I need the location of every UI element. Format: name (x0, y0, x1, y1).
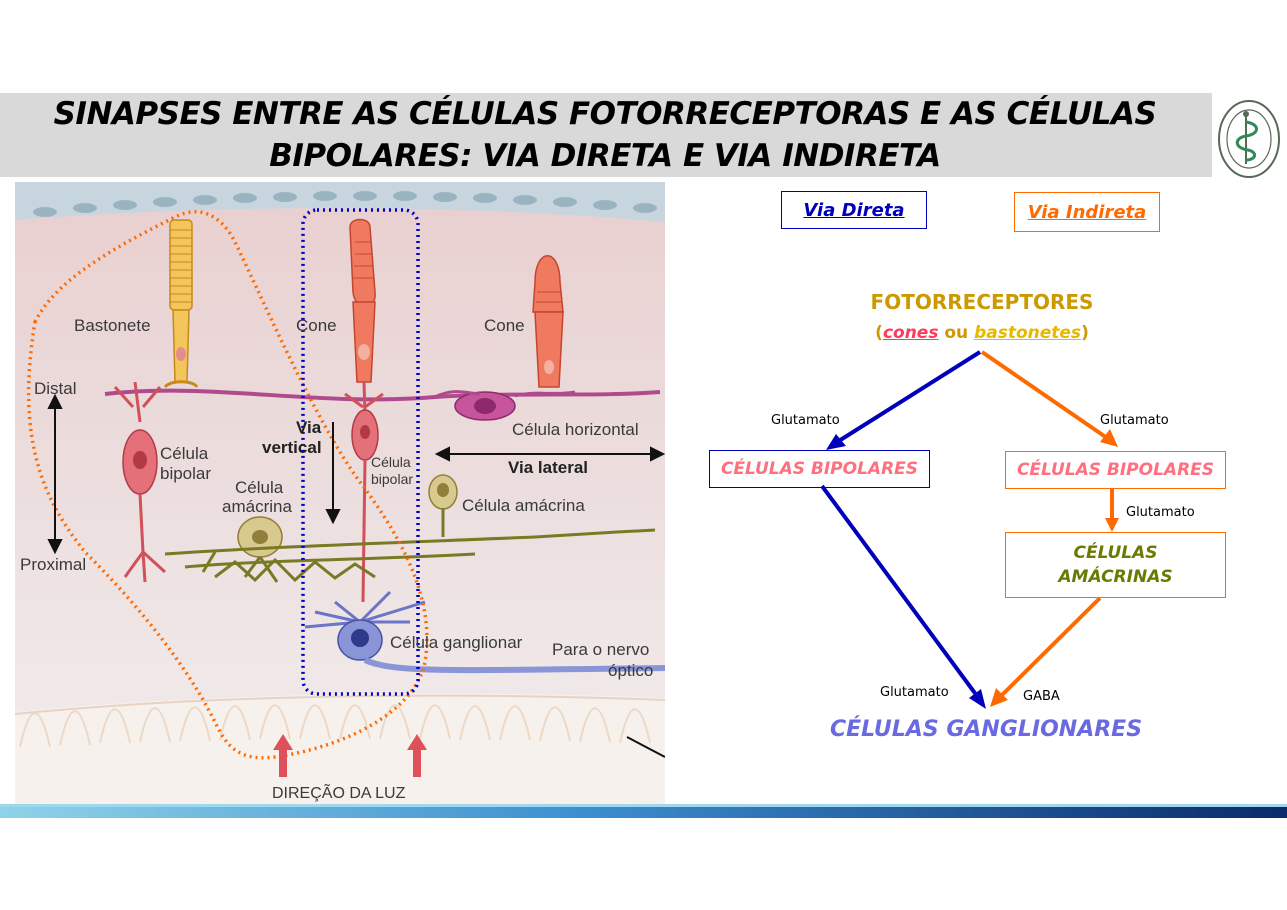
label-gaba: GABA (1023, 689, 1060, 704)
label-glutamato-mid: Glutamato (1126, 505, 1195, 520)
node-celulas-bipolares-indireta-text: CÉLULAS BIPOLARES (1016, 460, 1215, 480)
subtitle-cones: cones (882, 323, 939, 343)
label-direcao-da-luz: DIREÇÃO DA LUZ (272, 785, 406, 802)
label-glutamato-right: Glutamato (1100, 413, 1169, 428)
label-celula-ganglionar: Célula ganglionar (390, 633, 523, 652)
label-glutamato-left: Glutamato (771, 413, 840, 428)
node-celulas-bipolares-direta: CÉLULAS BIPOLARES (709, 450, 930, 488)
inner-plexiform-layer (164, 528, 656, 583)
title-line-2: BIPOLARES: VIA DIRETA E VIA INDIRETA (269, 138, 941, 174)
node-celulas-bipolares-direta-text: CÉLULAS BIPOLARES (720, 459, 919, 479)
node-celulas-amacrinas-line2: AMÁCRINAS (1058, 567, 1173, 587)
label-via-lateral: Via lateral (508, 458, 589, 477)
legend-via-direta-text: Via Direta (803, 199, 905, 221)
node-celulas-bipolares-indireta: CÉLULAS BIPOLARES (1005, 451, 1226, 489)
title-bar (0, 93, 1212, 177)
node-fotorreceptores-subtitle: (cones ou bastonetes) (875, 323, 1089, 343)
university-seal-logo (1218, 100, 1280, 178)
pigment-epithelium (15, 182, 665, 222)
arrow-foto-to-bipolar-indireta (980, 350, 1112, 442)
label-via-vertical-2: vertical (262, 438, 322, 457)
arrow-foto-to-bipolar-direta (832, 350, 982, 446)
label-nervo-optico-2: óptico (608, 661, 654, 680)
label-bipolar-left-2: bipolar (160, 464, 212, 483)
legend-via-indireta-text: Via Indireta (1027, 201, 1147, 223)
arrow-bipolar-to-ganglionares-direta (820, 484, 982, 702)
label-bipolar-mid-1: Célula (371, 454, 411, 470)
direct-pathway-outline (301, 208, 420, 696)
label-amacrina-left-2: amácrina (222, 497, 292, 516)
label-glutamato-bottom: Glutamato (880, 685, 949, 700)
label-distal: Distal (34, 379, 77, 398)
retina-illustration (15, 182, 665, 807)
label-celula-horizontal: Célula horizontal (512, 420, 639, 439)
label-cone-left: Cone (296, 316, 337, 335)
title-line-1: SINAPSES ENTRE AS CÉLULAS FOTORRECEPTORA… (53, 96, 1157, 132)
label-proximal: Proximal (20, 555, 87, 574)
epithelium-cells (33, 191, 657, 217)
label-amacrina-right: Célula amácrina (462, 496, 585, 515)
node-celulas-ganglionares: CÉLULAS GANGLIONARES (829, 717, 1143, 742)
label-amacrina-left-1: Célula (235, 478, 284, 497)
footer-bar (0, 804, 1287, 818)
subtitle-bastonetes: bastonetes (974, 323, 1082, 343)
legend-via-indireta: Via Indireta (1014, 192, 1160, 232)
label-bastonete: Bastonete (74, 316, 151, 335)
node-fotorreceptores: FOTORRECEPTORES (870, 290, 1094, 314)
label-bipolar-left-1: Célula (160, 444, 209, 463)
slide-title: SINAPSES ENTRE AS CÉLULAS FOTORRECEPTORA… (40, 93, 1170, 177)
node-celulas-amacrinas-line1: CÉLULAS (1073, 543, 1158, 563)
legend-via-direta: Via Direta (781, 191, 927, 229)
label-cone-right: Cone (484, 316, 525, 335)
label-via-vertical-1: Via (296, 418, 322, 437)
label-bipolar-mid-2: bipolar (371, 471, 414, 487)
node-celulas-amacrinas: CÉLULAS AMÁCRINAS (1005, 532, 1226, 598)
arrow-amacrinas-to-ganglionares (996, 596, 1102, 701)
label-nervo-optico-1: Para o nervo (552, 640, 650, 659)
pathway-flow-diagram (820, 350, 1119, 709)
